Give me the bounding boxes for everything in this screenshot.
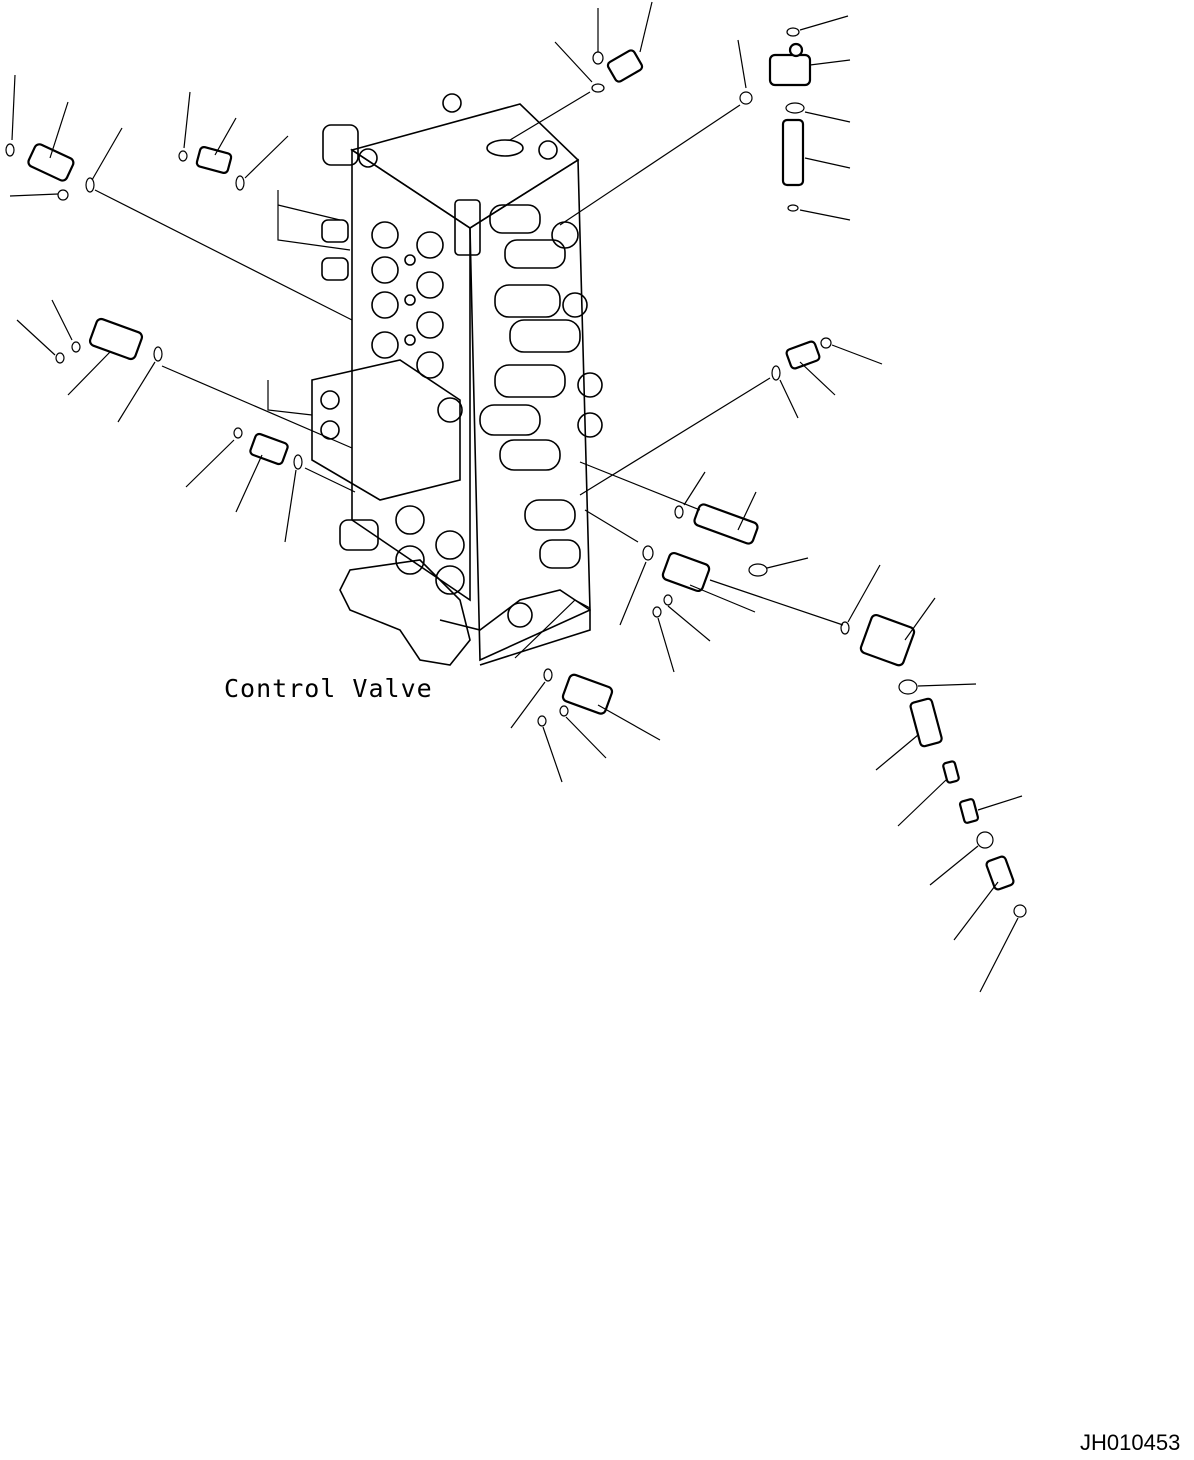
left-fitting-4 <box>185 427 356 543</box>
top-right-sensor-assembly <box>559 15 851 226</box>
control-valve-body <box>311 93 603 666</box>
figure-code: JH010453 <box>1080 1430 1181 1455</box>
top-fitting-1 <box>509 1 653 141</box>
bottom-fitting <box>510 599 661 783</box>
solenoid-valves <box>479 204 603 628</box>
left-fitting-1 <box>5 74 353 321</box>
left-fitting-2 <box>178 91 351 251</box>
left-fitting-3 <box>16 299 353 449</box>
right-sensor-assembly <box>840 564 1027 993</box>
valve-ports <box>320 221 465 595</box>
parts-and-leaders <box>5 1 1027 993</box>
component-label: Control Valve <box>224 674 433 703</box>
right-fitting-2 <box>579 461 844 673</box>
right-fitting-1 <box>579 337 883 496</box>
